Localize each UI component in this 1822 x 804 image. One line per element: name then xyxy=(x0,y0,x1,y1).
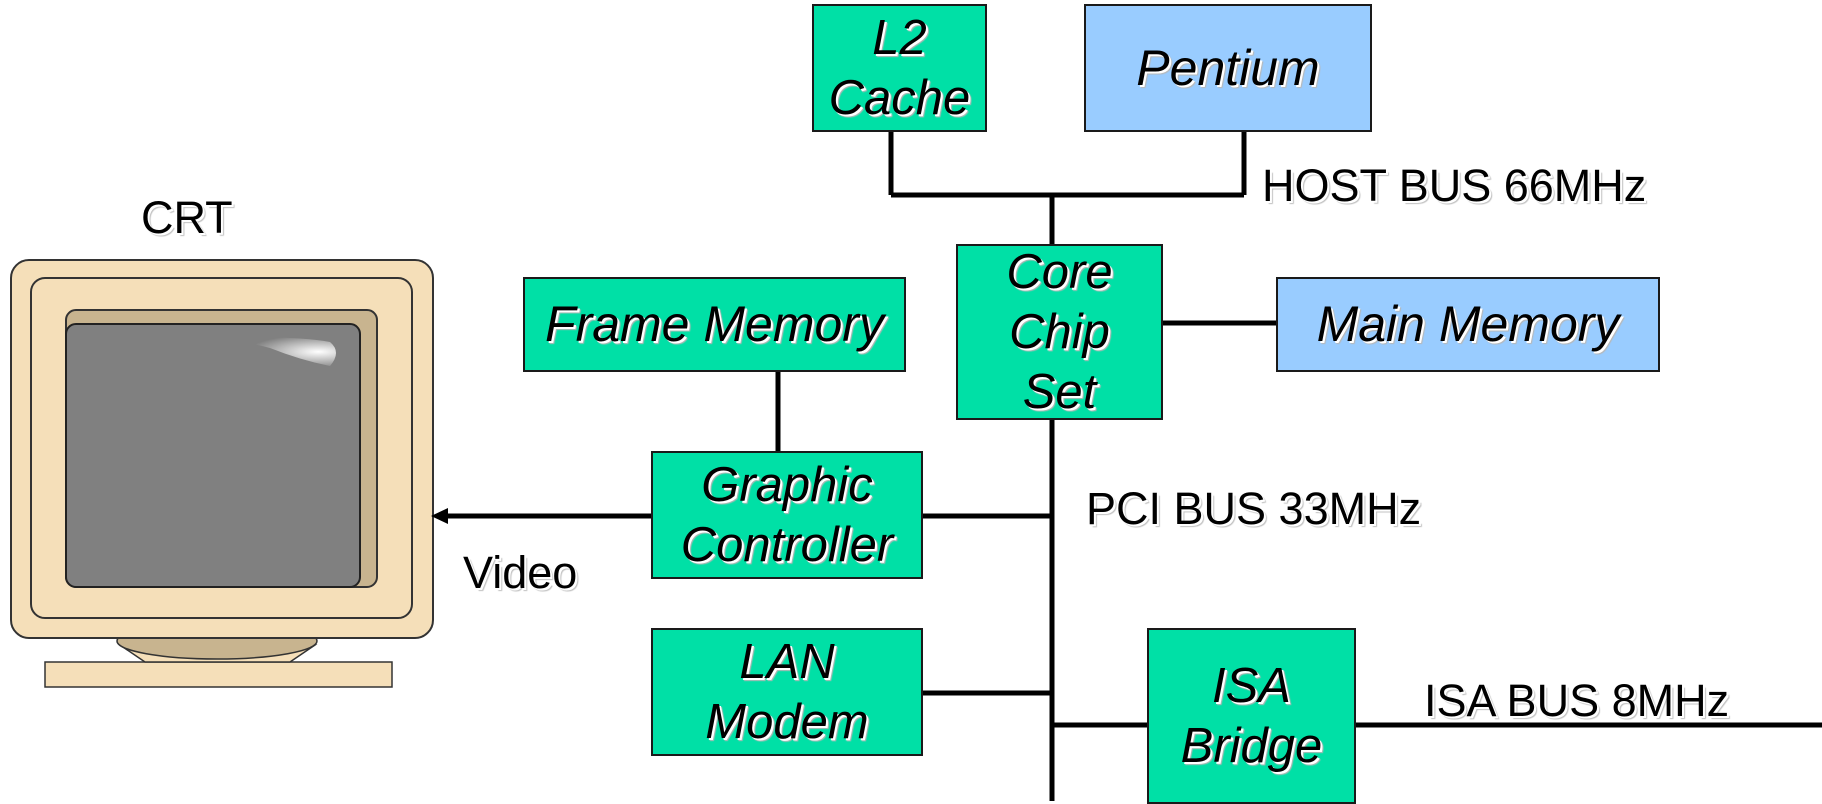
l2-cache-label-line2: Cache xyxy=(828,71,971,125)
host-bus-label: HOST BUS 66MHz xyxy=(1262,160,1647,211)
lan-modem-block: LAN Modem xyxy=(651,628,923,756)
main-memory-block: Main Memory xyxy=(1276,277,1660,372)
lan-modem-label-line2: Modem xyxy=(705,695,869,749)
core-chipset-label-line2: Chip xyxy=(1009,305,1110,359)
core-chipset-label-line1: Core xyxy=(1006,245,1113,299)
lan-modem-label-line1: LAN xyxy=(739,635,835,689)
frame-memory-label: Frame Memory xyxy=(545,296,884,352)
isa-bridge-label-line1: ISA xyxy=(1212,659,1291,713)
graphic-controller-label-line2: Controller xyxy=(680,518,894,572)
main-memory-label: Main Memory xyxy=(1316,296,1620,352)
pci-bus-label: PCI BUS 33MHz xyxy=(1086,483,1422,534)
core-chipset-block: Core Chip Set xyxy=(956,244,1163,420)
pentium-block: Pentium xyxy=(1084,4,1372,132)
pentium-label: Pentium xyxy=(1136,39,1320,96)
isa-bridge-block: ISA Bridge xyxy=(1147,628,1356,804)
video-arrowhead xyxy=(431,508,448,524)
crt-monitor-icon xyxy=(10,259,434,688)
isa-bus-label: ISA BUS 8MHz xyxy=(1424,675,1730,726)
crt-label: CRT xyxy=(141,192,233,243)
video-label: Video xyxy=(463,547,578,598)
graphic-controller-block: Graphic Controller xyxy=(651,451,923,579)
core-chipset-label-line3: Set xyxy=(1022,365,1097,419)
isa-bridge-label-line2: Bridge xyxy=(1180,719,1323,773)
l2-cache-block: L2 Cache xyxy=(812,4,987,132)
l2-cache-label-line1: L2 xyxy=(872,11,927,65)
frame-memory-block: Frame Memory xyxy=(523,277,906,372)
graphic-controller-label-line1: Graphic xyxy=(701,458,873,512)
